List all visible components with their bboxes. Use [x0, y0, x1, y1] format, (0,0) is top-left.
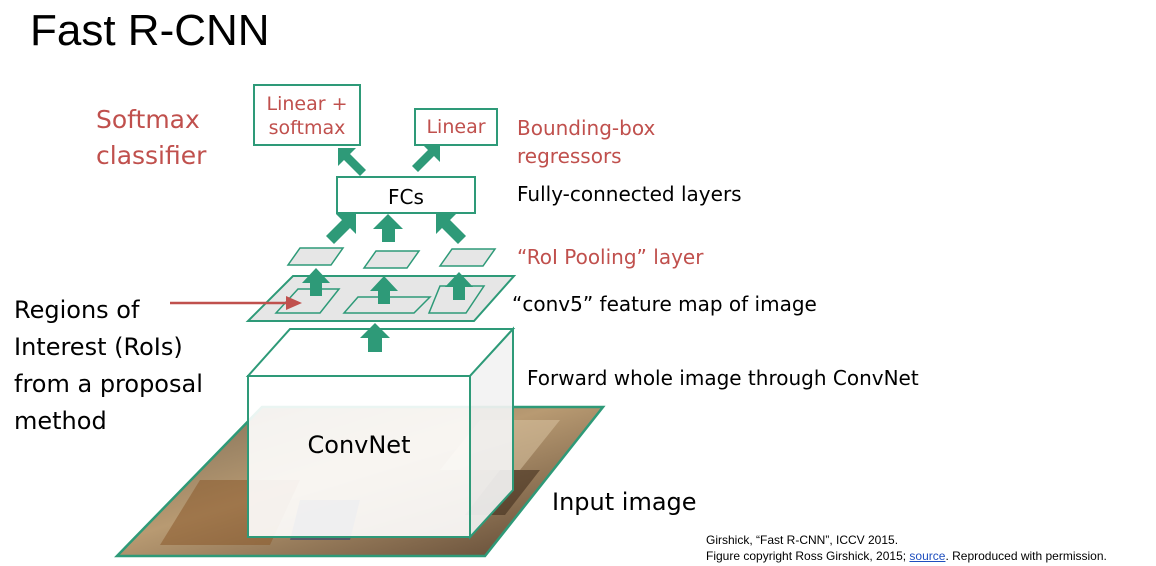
regions-line1: Regions of	[14, 296, 140, 324]
arrow-roi-2	[370, 276, 398, 304]
convnet-block-front	[247, 375, 471, 538]
forward-label: Forward whole image through ConvNet	[527, 366, 919, 390]
input-image-label: Input image	[552, 488, 697, 516]
fcs-box	[336, 176, 476, 214]
softmax-classifier-label: Softmax classifier	[96, 102, 206, 174]
arrow-fcs-to-softmax	[338, 148, 366, 176]
roi-pooled-3	[438, 248, 497, 267]
arrow-roi-1	[302, 268, 330, 296]
arrow-pooled-to-fcs-left	[326, 214, 356, 244]
citation-prefix: Figure copyright Ross Girshick, 2015;	[706, 549, 910, 563]
fully-connected-label: Fully-connected layers	[517, 182, 742, 206]
citation: Girshick, “Fast R-CNN”, ICCV 2015. Figur…	[706, 532, 1107, 564]
linear-softmax-box	[253, 84, 361, 146]
arrow-pooled-to-fcs-middle	[373, 214, 403, 242]
slide-title: Fast R-CNN	[30, 6, 270, 55]
roi-pooled-2	[362, 250, 421, 269]
linear-softmax-label: Linear + softmax	[254, 92, 360, 140]
softmax-classifier-line2: classifier	[96, 141, 207, 170]
linear-box	[414, 108, 498, 146]
linear-label: Linear	[426, 116, 486, 138]
citation-suffix: . Reproduced with permission.	[945, 549, 1107, 563]
regions-line2: Interest (RoIs)	[14, 333, 183, 361]
flow-arrows	[302, 144, 473, 352]
arrow-pooled-to-fcs-right	[436, 214, 466, 244]
arrow-convnet-to-conv5	[360, 323, 390, 352]
arrow-roi-3	[445, 272, 473, 300]
source-link[interactable]: source	[909, 549, 946, 563]
bbox-regressors-line1: Bounding-box	[517, 116, 656, 140]
convnet-label: ConvNet	[307, 431, 411, 459]
bbox-regressors-line2: regressors	[517, 144, 622, 168]
roi-middle	[342, 296, 432, 314]
roi-pooled-1	[286, 247, 345, 266]
linear-softmax-label-line1: Linear +	[266, 93, 348, 115]
roi-left	[274, 288, 341, 314]
linear-softmax-label-line2: softmax	[268, 117, 346, 139]
regions-of-interest-label: Regions of Interest (RoIs) from a propos…	[14, 292, 203, 440]
arrow-fcs-to-linear	[412, 144, 440, 172]
fcs-label: FCs	[388, 185, 424, 209]
roi-pointer-arrow	[170, 296, 302, 310]
softmax-classifier-line1: Softmax	[96, 105, 200, 134]
conv5-label: “conv5” feature map of image	[512, 292, 817, 316]
regions-line3: from a proposal	[14, 370, 203, 398]
citation-line1: Girshick, “Fast R-CNN”, ICCV 2015.	[706, 533, 899, 547]
citation-line2: Figure copyright Ross Girshick, 2015; so…	[706, 548, 1107, 564]
bbox-regressors-label: Bounding-box regressors	[517, 114, 655, 170]
roi-pooling-label: “RoI Pooling” layer	[517, 245, 704, 269]
regions-line4: method	[14, 407, 107, 435]
